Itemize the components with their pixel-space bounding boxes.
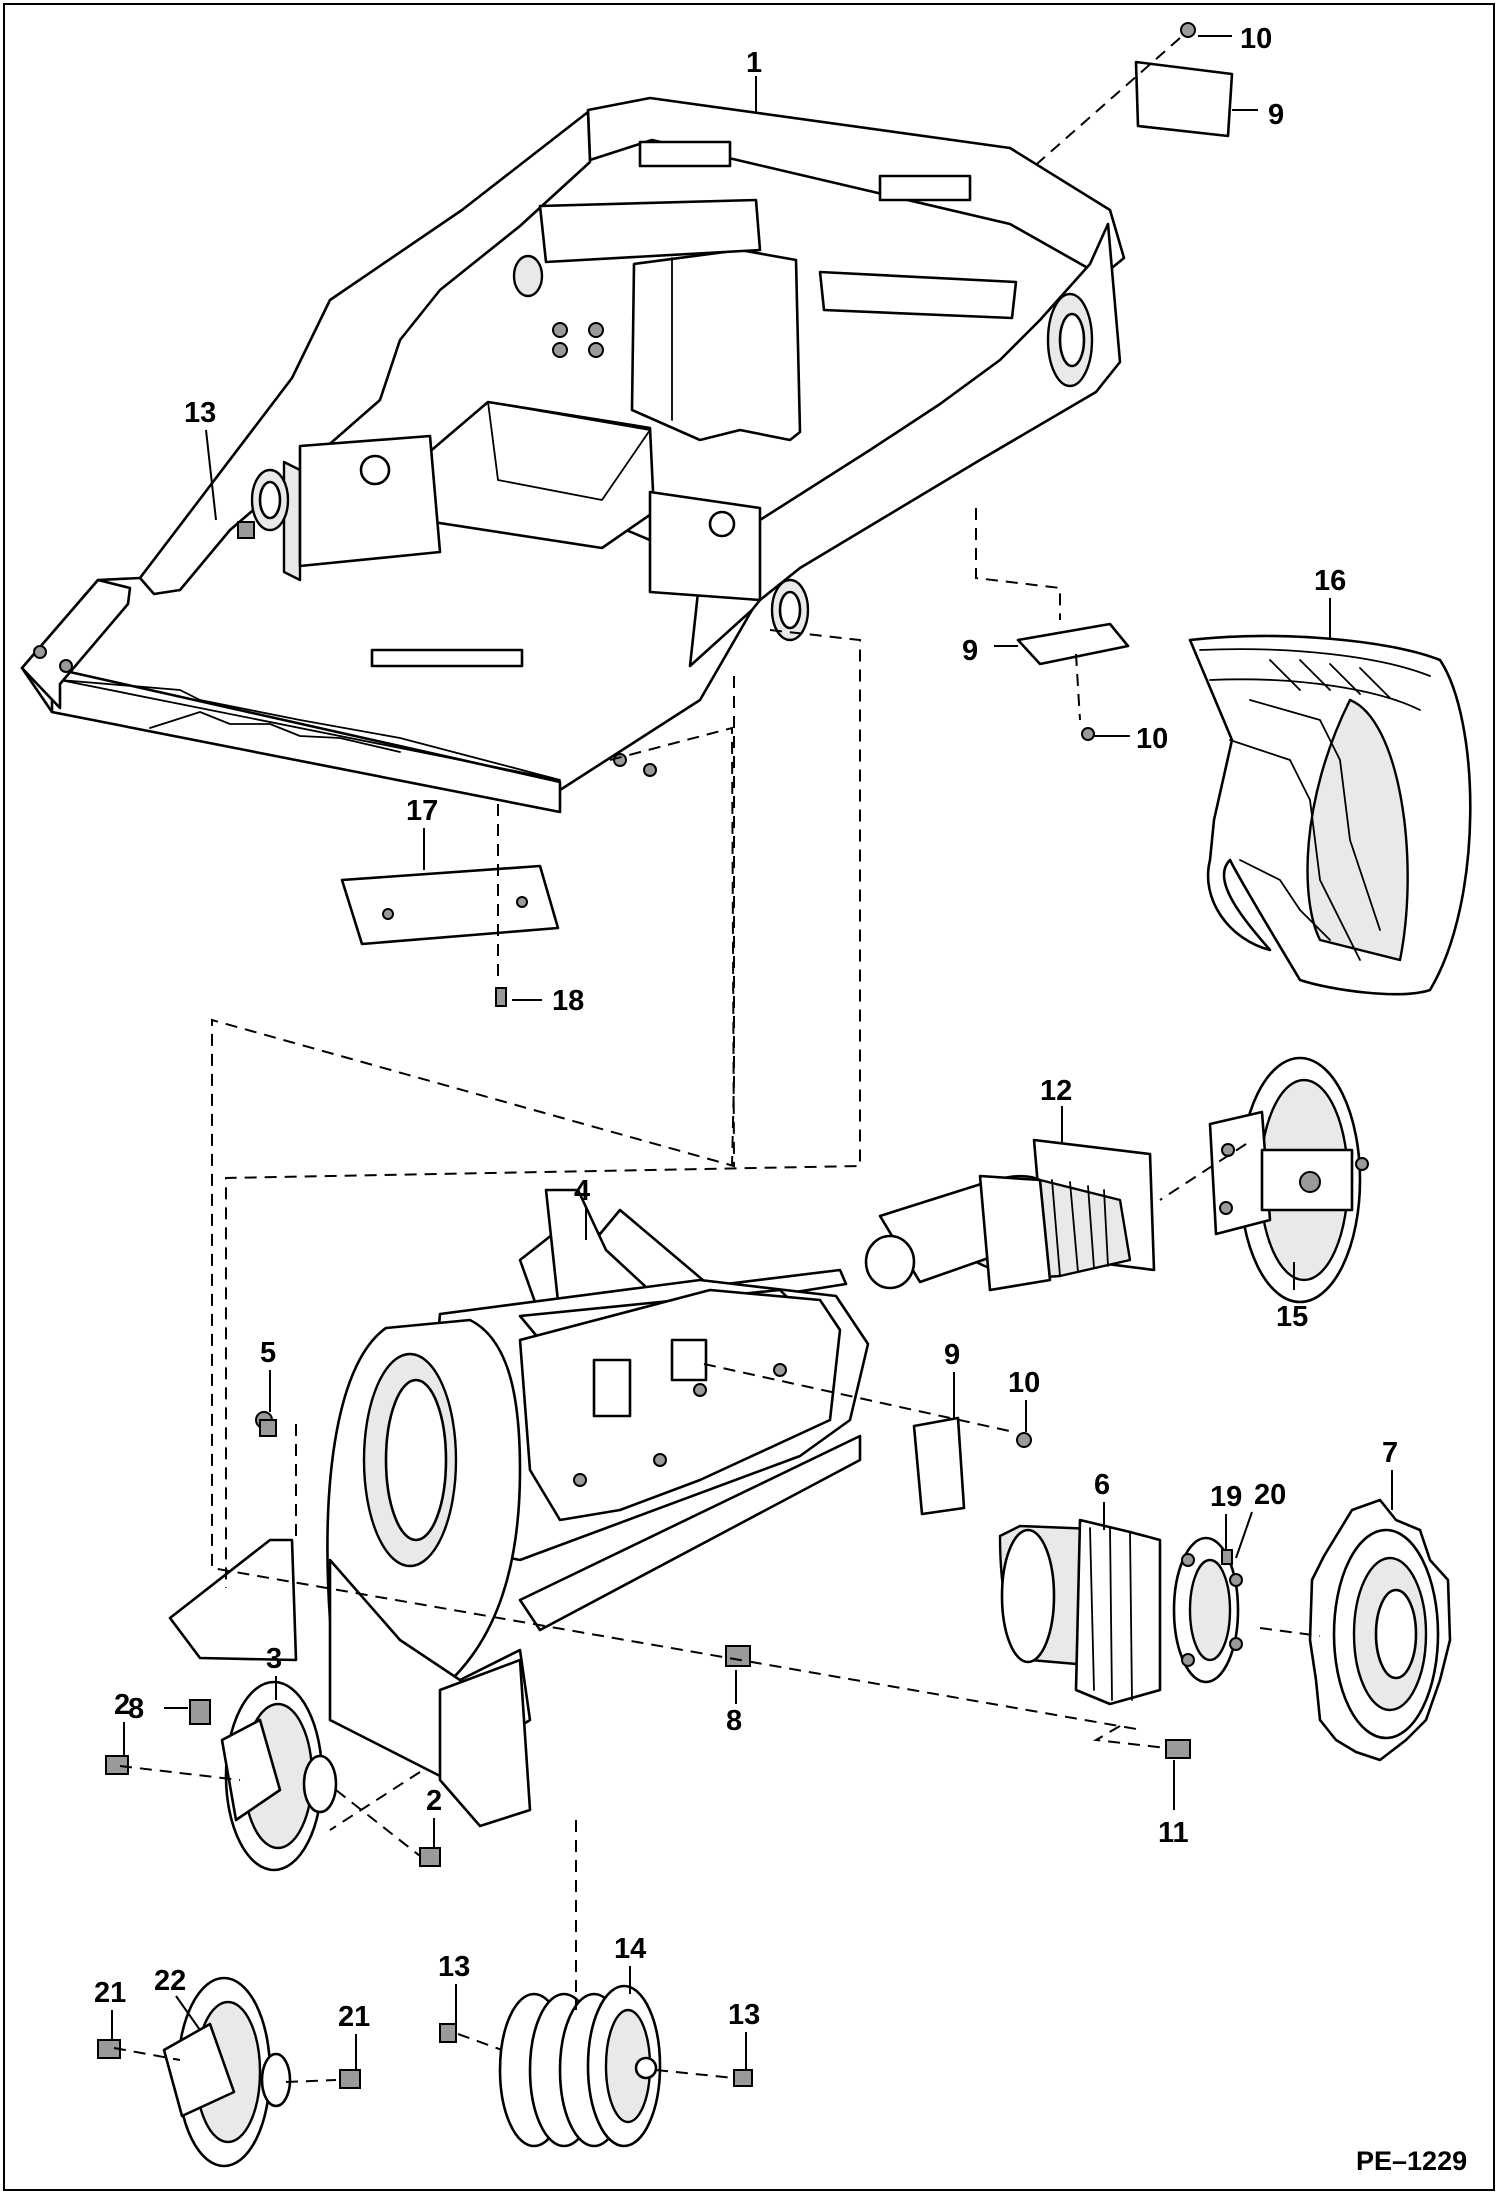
callout-10-mid: 10 — [1136, 723, 1168, 755]
callout-17: 17 — [406, 795, 438, 827]
callout-13-left: 13 — [438, 1951, 470, 1983]
callout-3: 3 — [266, 1643, 282, 1675]
callout-10-top: 10 — [1240, 23, 1272, 55]
callout-15: 15 — [1276, 1301, 1308, 1333]
roller-22 — [162, 1976, 292, 2168]
figure-code: PE–1229 — [1356, 2146, 1467, 2176]
callout-14: 14 — [614, 1933, 646, 1965]
callout-19: 19 — [1210, 1481, 1242, 1513]
leader-lines — [111, 35, 1393, 2070]
front-idler — [1208, 1056, 1369, 1304]
sprocket — [1308, 1498, 1452, 1762]
callout-18: 18 — [552, 985, 584, 1017]
cover-plate-bottom — [340, 864, 560, 1007]
cover-plate-mid — [1016, 622, 1130, 741]
callouts: 1 10 9 13 16 9 10 17 18 12 15 4 5 9 10 6… — [94, 23, 1467, 2176]
callout-20: 20 — [1254, 1479, 1286, 1511]
callout-22: 22 — [154, 1965, 186, 1997]
fasteners — [97, 521, 1191, 2089]
callout-2-left: 2 — [114, 1689, 130, 1721]
callout-21-right: 21 — [338, 2001, 370, 2033]
callout-11: 11 — [1158, 1817, 1189, 1849]
callout-10-frame: 10 — [1008, 1367, 1040, 1399]
assembly-lines — [113, 37, 1321, 2083]
idler-roller — [220, 1680, 338, 1872]
callout-1: 1 — [746, 47, 762, 79]
cover-plate-top — [1134, 22, 1234, 138]
callout-8-left: 8 — [128, 1693, 144, 1725]
callout-9-top: 9 — [1268, 99, 1284, 131]
cover-plate-frame — [912, 1416, 1032, 1516]
callout-12: 12 — [1040, 1075, 1072, 1107]
callout-4: 4 — [574, 1175, 590, 1207]
track-frame — [168, 1188, 870, 1828]
callout-7: 7 — [1382, 1437, 1398, 1469]
main-frame — [20, 96, 1126, 814]
callout-13-right: 13 — [728, 1999, 760, 2031]
callout-2-right: 2 — [426, 1785, 442, 1817]
drive-motor — [998, 1518, 1243, 1706]
callout-6: 6 — [1094, 1469, 1110, 1501]
track-tensioner — [864, 1138, 1156, 1292]
callout-9-mid: 9 — [962, 635, 978, 667]
callout-16: 16 — [1314, 565, 1346, 597]
callout-5: 5 — [260, 1337, 276, 1369]
rubber-track — [1188, 634, 1472, 996]
roller-14 — [498, 1984, 662, 2148]
callout-8-mid: 8 — [726, 1705, 742, 1737]
callout-21-left: 21 — [94, 1977, 126, 2009]
callout-13-top: 13 — [184, 397, 216, 429]
callout-9-frame: 9 — [944, 1339, 960, 1371]
